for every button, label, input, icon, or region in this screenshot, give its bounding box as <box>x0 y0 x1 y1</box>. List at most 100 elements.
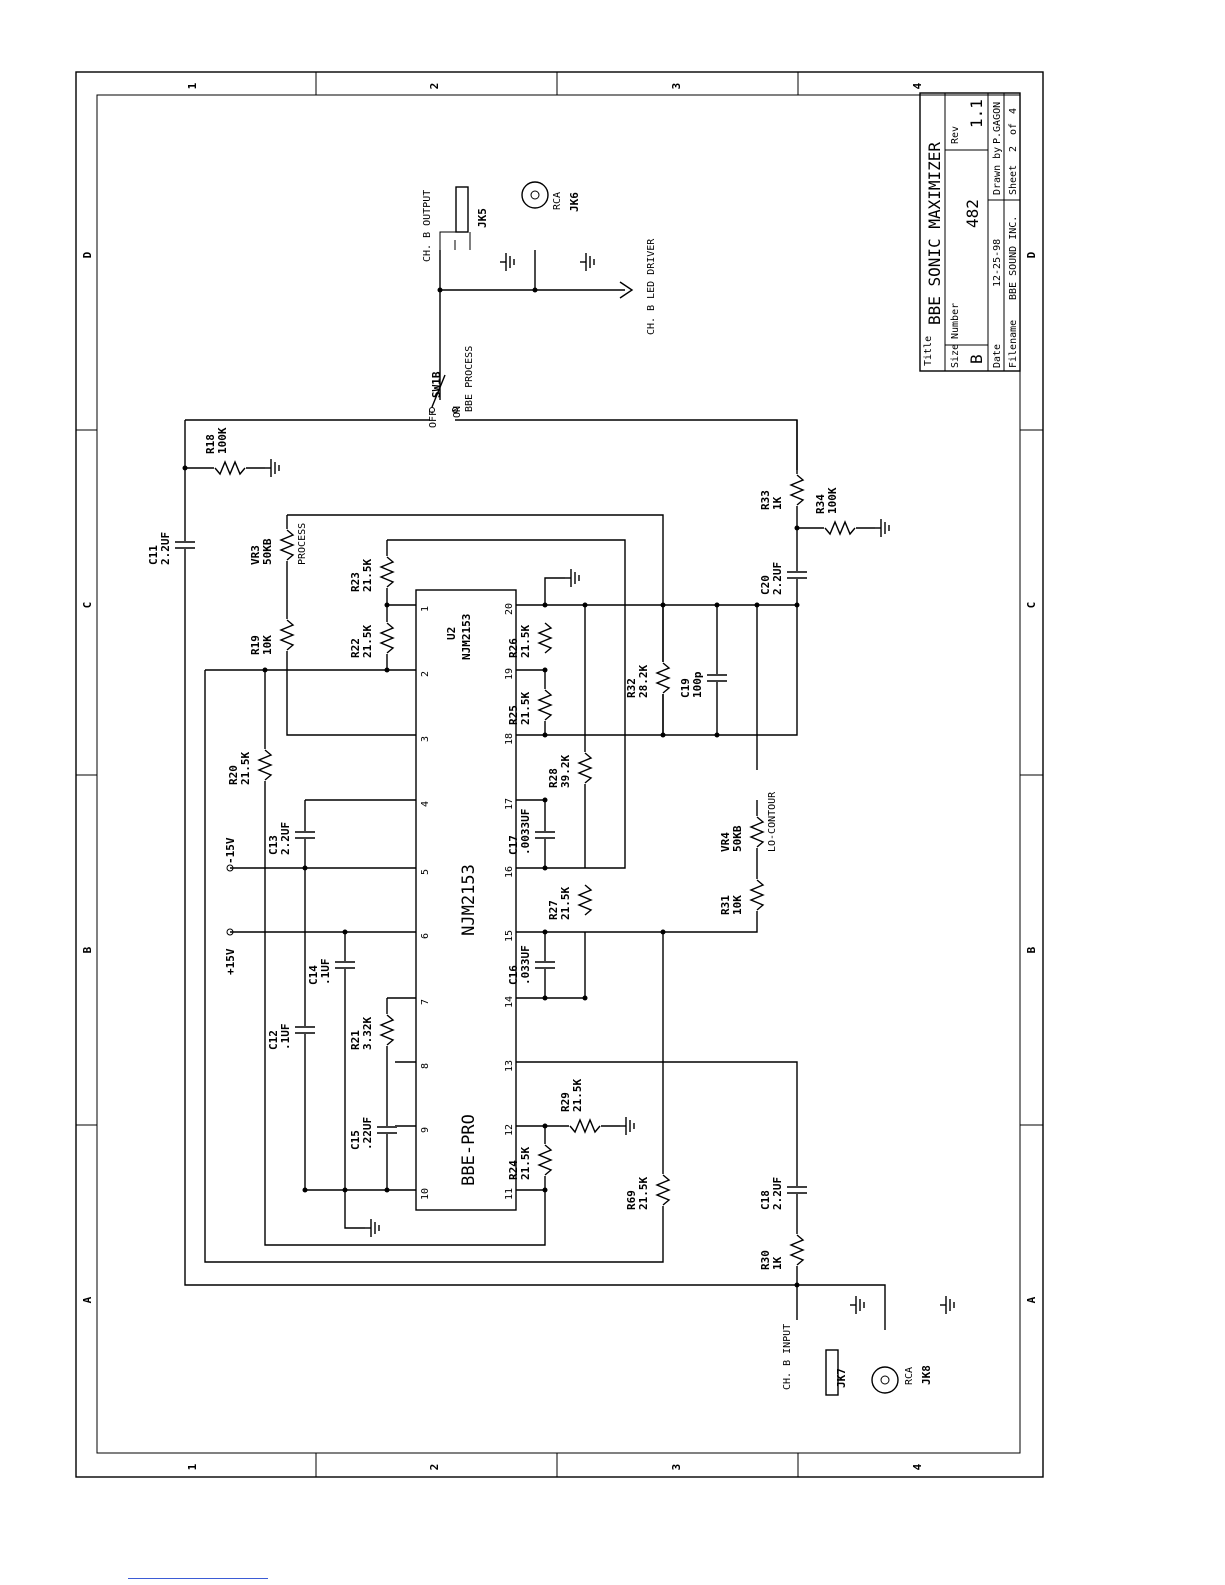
label-value-r23: 21.5K <box>361 559 374 592</box>
label-value-r21: 3.32K <box>361 1017 374 1050</box>
junction-dot-28 <box>794 1282 800 1288</box>
ic-footer-label: BBE-PRO <box>459 1114 479 1186</box>
part-c14 <box>335 961 355 969</box>
zone-labels: 1 2 3 4 1 2 3 4 D C B A D C B A <box>81 82 1038 1470</box>
jk5-label: JK5 <box>476 208 489 228</box>
junction-dot-8 <box>714 602 720 608</box>
label-value-c20: 2.2UF <box>771 562 784 595</box>
ic-pin-right-11: 11 <box>504 1188 515 1200</box>
tb-number: 482 <box>963 199 982 228</box>
junction-dot-14 <box>714 732 720 738</box>
wires <box>184 250 886 1330</box>
ground-symbol-4 <box>365 1219 380 1237</box>
ic-body-label: NJM2153 <box>459 864 479 936</box>
led-label: CH. B LED DRIVER <box>646 238 657 335</box>
tb-date-label: Date <box>992 344 1003 368</box>
part-r22 <box>379 622 395 654</box>
zone-col-bottom-4: 4 <box>911 1463 924 1470</box>
switch-off: OFF <box>428 410 439 428</box>
junction-dot-16 <box>542 865 548 871</box>
tb-number-label: Number <box>950 303 961 339</box>
zone-row-right-a: A <box>1025 1296 1038 1303</box>
ic-pin-left-2: 2 <box>420 671 431 677</box>
part-r30 <box>789 1234 805 1266</box>
label-value-r28: 39.2K <box>559 755 572 788</box>
jack-jk6: RCA JK6 <box>521 181 581 212</box>
part-vr3 <box>279 529 295 561</box>
label-ref-c18: C18 <box>759 1190 772 1210</box>
part-c15 <box>377 1126 397 1134</box>
neg15-terminal <box>226 864 234 872</box>
tb-title: BBE SONIC MAXIMIZER <box>925 142 944 325</box>
ic-pin-right-19: 19 <box>504 668 515 680</box>
zone-row-left-d: D <box>81 251 94 258</box>
label-ref-r25: R25 <box>507 705 520 725</box>
junction-dot-29 <box>437 287 443 293</box>
jk6-label: JK6 <box>568 192 581 212</box>
label-ref-c16: C16 <box>507 965 520 985</box>
part-r33 <box>789 474 805 506</box>
label-value-r25: 21.5K <box>519 692 532 725</box>
junction-dot-10 <box>794 525 800 531</box>
ic-u2: U2 NJM2153 NJM2153 BBE-PRO <box>415 589 517 1211</box>
junction-dot-3 <box>384 602 390 608</box>
part-r23 <box>379 556 395 588</box>
ic-pin-left-3: 3 <box>420 736 431 742</box>
parts <box>175 460 856 1266</box>
label-ref-r33: R33 <box>759 490 772 510</box>
tb-filename: BBE SOUND INC. <box>1008 216 1019 300</box>
junction-dot-22 <box>342 929 348 935</box>
junction-dot-17 <box>542 929 548 935</box>
ground-symbol-3 <box>620 1117 635 1135</box>
ic-pin-right-12: 12 <box>504 1124 515 1136</box>
ground-symbol-6 <box>500 253 515 271</box>
part-r27 <box>577 884 593 916</box>
part-c11 <box>175 541 195 549</box>
label-ref-r31: R31 <box>719 895 732 915</box>
part-vr4 <box>749 816 765 848</box>
switch-on: ON <box>452 406 463 418</box>
junction-dot-19 <box>542 995 548 1001</box>
label-ref-c11: C11 <box>147 545 160 565</box>
jk7-label: JK7 <box>835 1368 848 1388</box>
junction-dot-9 <box>754 602 760 608</box>
neg15-label: -15V <box>224 837 237 864</box>
grounds <box>265 253 955 1314</box>
junction-dot-7 <box>660 602 666 608</box>
junction-dot-21 <box>302 865 308 871</box>
junction-dot-25 <box>384 1187 390 1193</box>
label-ref-r21: R21 <box>349 1030 362 1050</box>
label-value-r24: 21.5K <box>519 1147 532 1180</box>
out-label: CH. B OUTPUT <box>422 190 433 262</box>
part-r24 <box>537 1144 553 1176</box>
zone-row-right-c: C <box>1025 602 1038 609</box>
label-value-c15: .22UF <box>361 1117 374 1150</box>
label-ref-r22: R22 <box>349 638 362 658</box>
ground-symbol-8 <box>850 1296 865 1314</box>
ic-pin-right-20: 20 <box>504 603 515 615</box>
label-ref-r20: R20 <box>227 765 240 785</box>
tb-sheet-total: 4 <box>1008 108 1019 114</box>
zone-col-top-3: 3 <box>670 83 683 90</box>
label-ref-r34: R34 <box>814 494 827 514</box>
junction-dot-6 <box>582 602 588 608</box>
junction-dot-1 <box>182 465 188 471</box>
junction-dot-24 <box>342 1187 348 1193</box>
part-c12 <box>295 1026 315 1034</box>
title-block: Title BBE SONIC MAXIMIZER Size B Number … <box>919 92 1021 372</box>
tb-size: B <box>967 354 986 364</box>
tb-rev: 1.1 <box>967 99 986 128</box>
ic-part: NJM2153 <box>460 614 473 660</box>
label-ref-c13: C13 <box>267 835 280 855</box>
label-note-vr4: LO-CONTOUR <box>767 791 778 852</box>
part-r28 <box>577 752 593 784</box>
link-underline[interactable] <box>128 1578 268 1579</box>
ic-pin-right-13: 13 <box>504 1060 515 1072</box>
junction-dot-20 <box>660 929 666 935</box>
label-ref-r30: R30 <box>759 1250 772 1270</box>
label-ref-r24: R24 <box>507 1160 520 1180</box>
label-value-r30: 1K <box>771 1256 784 1270</box>
label-value-r32: 28.2K <box>637 665 650 698</box>
